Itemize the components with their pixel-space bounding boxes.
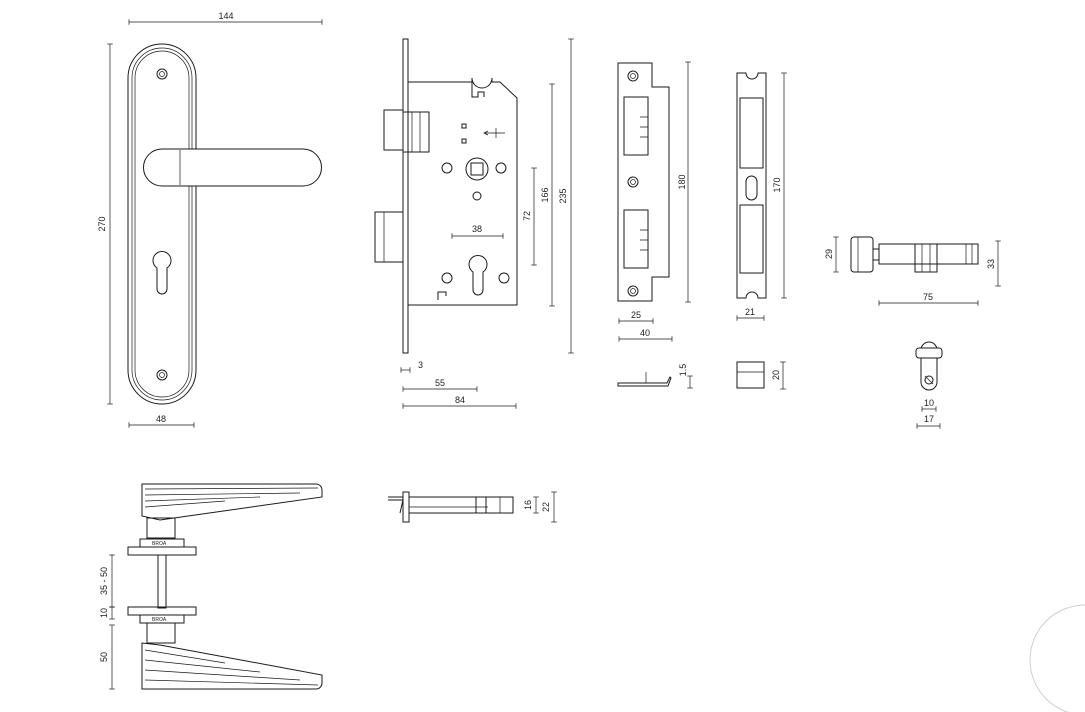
dim-lock-backset-inner: 38 (472, 224, 482, 234)
cylinder-hole (468, 255, 488, 296)
dim-strike-height: 180 (677, 174, 687, 189)
screw-hole-bottom (156, 369, 168, 381)
dim-rose-thickness: 10 (99, 608, 109, 618)
dim-door-thickness: 35 - 50 (99, 567, 109, 595)
dim-strike-width-outer: 40 (640, 328, 650, 338)
strike-box-side (736, 361, 765, 389)
dim-lock-height-total: 235 (558, 188, 568, 203)
dimension-labels: 144 270 48 235 166 72 38 3 55 84 180 25 … (97, 11, 996, 662)
dim-plate-height: 270 (97, 216, 107, 231)
dim-plate-bottom-width: 48 (156, 414, 166, 424)
dimension-lines (107, 19, 1001, 690)
dim-lock-depth: 84 (455, 395, 465, 405)
strike-plate-side (617, 372, 672, 387)
dim-cylinder-knob: 29 (824, 249, 834, 259)
dim-strike-width-inner: 25 (631, 310, 641, 320)
lock-faceplate (402, 38, 409, 354)
euro-cylinder-side (850, 236, 979, 273)
dim-bolt-outer: 22 (541, 502, 551, 512)
corner-circle-decoration (1029, 604, 1085, 712)
dim-plate-width: 144 (218, 11, 233, 21)
dim-strike-thickness: 1.5 (678, 364, 688, 377)
dim-lock-height-body: 166 (540, 187, 550, 202)
dim-cylinder-length: 75 (923, 292, 933, 302)
rose-marking-bottom: BROA (152, 617, 167, 623)
lever-handle (143, 148, 322, 187)
mortise-lock-body (374, 38, 518, 354)
dim-lever-height: 50 (99, 652, 109, 662)
dim-cylinder-height: 33 (986, 259, 996, 269)
dim-box-depth: 20 (771, 370, 781, 380)
strike-box (736, 72, 767, 299)
dim-box-height: 170 (772, 177, 782, 192)
strike-plate (617, 62, 670, 302)
lever-set-side-view: BROA BROA (127, 483, 323, 690)
dim-box-width: 21 (745, 307, 755, 317)
screw-hole-top (156, 68, 168, 80)
dim-lock-center-distance: 72 (522, 211, 532, 221)
dim-cylinder-width-inner: 10 (924, 398, 934, 408)
keyhole (152, 251, 172, 295)
dim-cylinder-width-outer: 17 (924, 414, 934, 424)
dim-bolt-inner: 16 (523, 500, 533, 510)
euro-cylinder-end (915, 341, 943, 391)
rose-marking-top: BROA (152, 541, 167, 547)
latch-bolt-side (388, 491, 514, 523)
dim-lock-backset: 55 (435, 378, 445, 388)
dim-faceplate-thickness: 3 (418, 360, 423, 370)
handle-plate-front-view (127, 43, 322, 405)
